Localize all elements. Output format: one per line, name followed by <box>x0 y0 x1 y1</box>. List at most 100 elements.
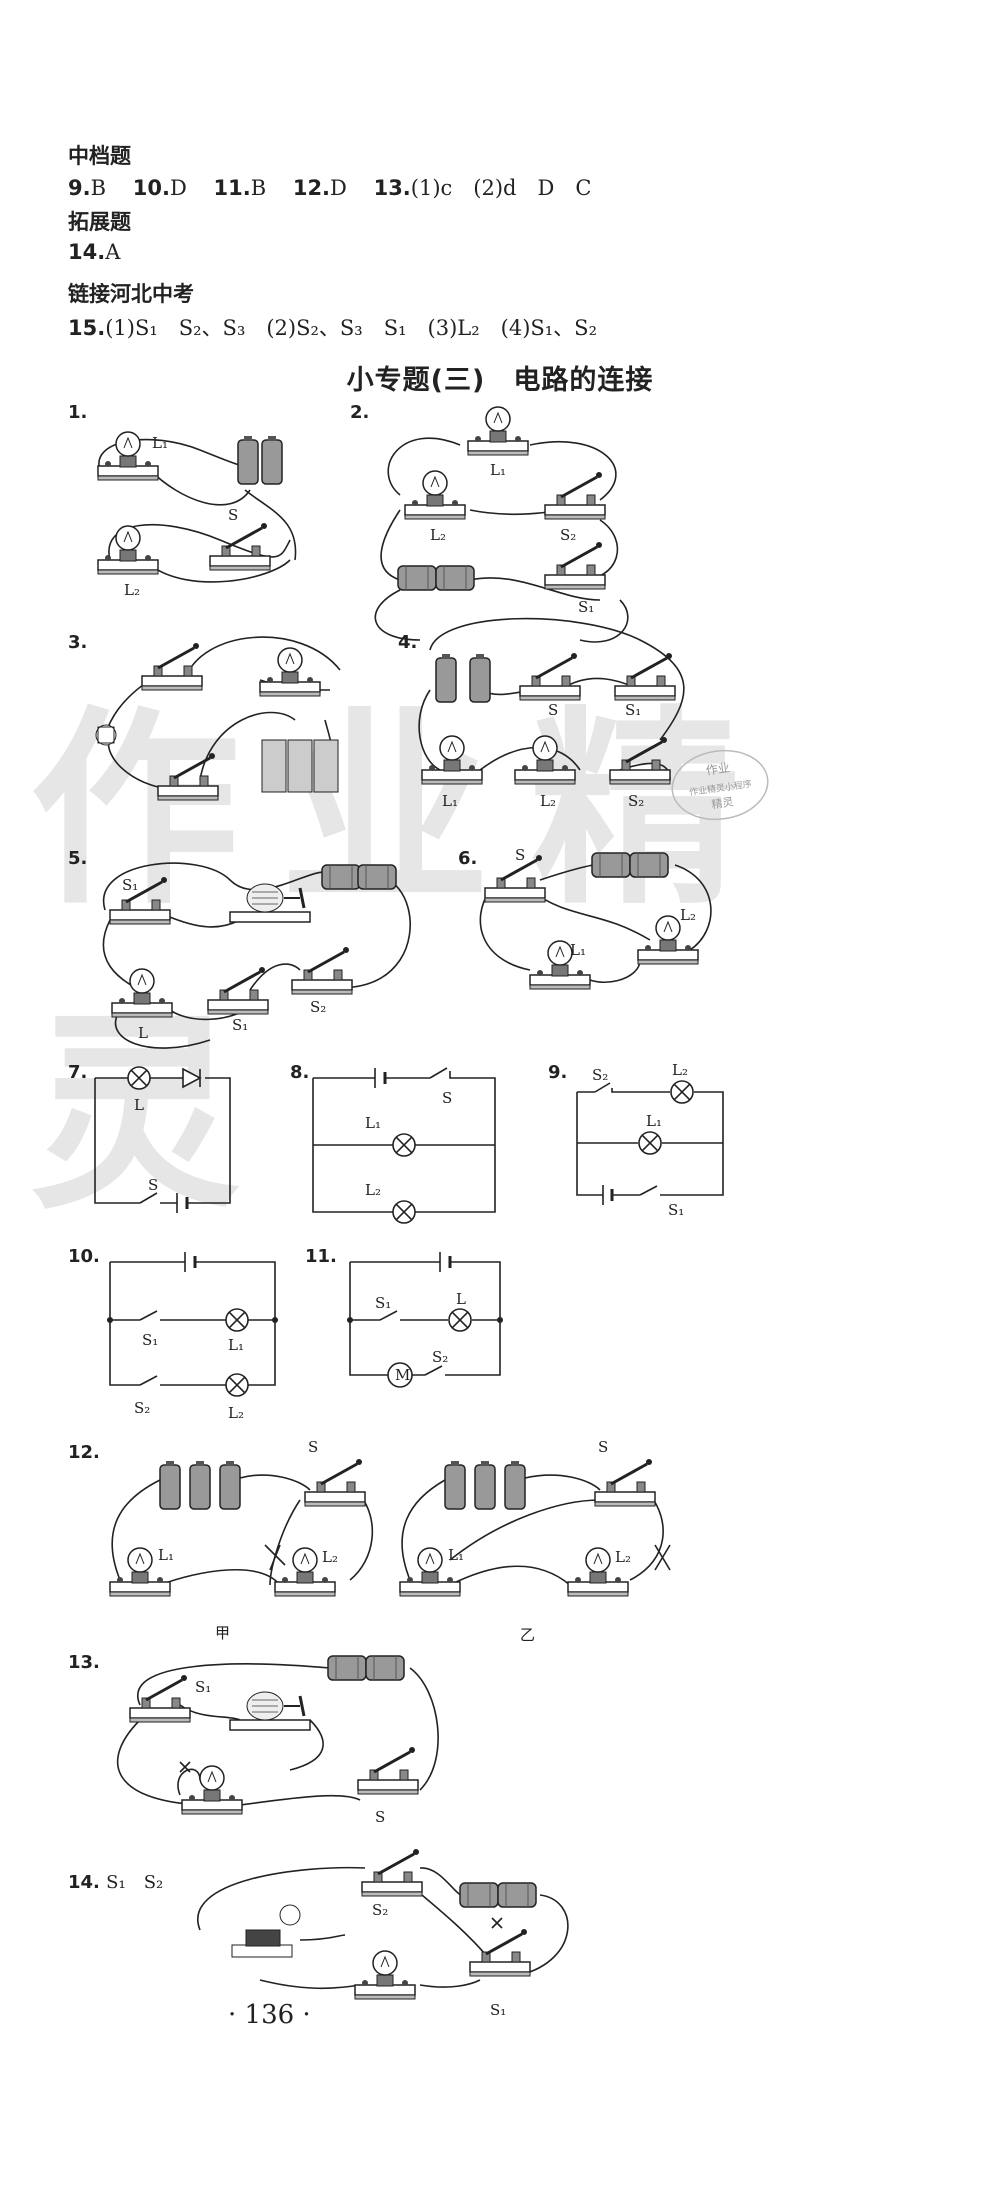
fig10-lamp-l2 <box>225 1373 249 1397</box>
fig9-label-l1: L₁ <box>646 1112 662 1130</box>
fig-num-7: 7. <box>68 1062 88 1083</box>
fig8-label-s: S <box>442 1089 452 1107</box>
fig6-cell-a <box>591 852 631 878</box>
q13-num: 13. <box>373 176 411 200</box>
circuit-labels: L₁ L₂ S L₁ L₂ S₂ S₁ S₁ L₁ L₂ S₂ S S₁ L S… <box>122 434 696 2019</box>
fig13-switch-s1 <box>130 1675 190 1722</box>
fig2-label-s2: S₂ <box>560 526 576 544</box>
fig1-label-l2: L₂ <box>124 581 140 599</box>
fig11-motor <box>387 1362 413 1388</box>
fig-num-12: 12. <box>68 1442 100 1463</box>
fig5-cell-b <box>357 864 397 890</box>
fig5-bulb-l <box>112 969 172 1017</box>
fig14-bulb <box>355 1951 415 1999</box>
q12-ans: D <box>330 176 347 200</box>
q13-ans: (1)c (2)d D C <box>410 176 592 200</box>
fig7-label-s: S <box>148 1176 158 1194</box>
q15-ans: (1)S₁ S₂、S₃ (2)S₂、S₃ S₁ (3)L₂ (4)S₁、S₂ <box>105 316 597 340</box>
fig-7 <box>94 1067 231 1213</box>
fig4-cell-a <box>435 653 457 703</box>
fig-num-4: 4. <box>398 632 418 653</box>
fig3-bulb <box>260 648 320 696</box>
fig5-label-s1: S₁ <box>122 876 138 894</box>
answers-line-9-13: 9.B 10.D 11.B 12.D 13.(1)c (2)d D C <box>68 172 591 202</box>
fig12b-caption: 乙 <box>520 1626 535 1644</box>
fig-8 <box>312 1067 496 1213</box>
fig4-label-s2: S₂ <box>628 792 644 810</box>
fig1-cell-a <box>237 435 259 485</box>
fig3-buzzer <box>95 724 117 746</box>
fig-num-10: 10. <box>68 1246 100 1267</box>
fig8-lamp-l2 <box>392 1200 416 1224</box>
q9-ans: B <box>90 176 107 200</box>
fig12a-label-l1: L₁ <box>158 1546 174 1564</box>
fig12b-cell-b <box>474 1460 496 1510</box>
fig2-bulb-l2 <box>405 471 465 519</box>
fig14-cell-b <box>497 1882 537 1908</box>
fig5-switch-s1b <box>208 967 268 1014</box>
fig4-switch-s1 <box>615 653 675 700</box>
fig9-label-s2: S₂ <box>592 1066 608 1084</box>
fig-10 <box>109 1252 276 1386</box>
fig9-label-l2: L₂ <box>672 1061 688 1079</box>
fig2-label-s1: S₁ <box>578 598 594 616</box>
fig5-switch-s2 <box>292 947 352 994</box>
fig2-switch-s1 <box>545 542 605 589</box>
fig12a-cell-c <box>219 1460 241 1510</box>
fig3-switch-top <box>142 643 202 690</box>
stamp-line-3: 精灵 <box>711 795 735 811</box>
fig1-switch <box>210 523 270 570</box>
fig9-lamp-l2 <box>670 1080 694 1104</box>
fig13-label-s: S <box>375 1808 385 1826</box>
fig5-cell-a <box>321 864 361 890</box>
fig-num-14-label: 14. <box>68 1872 100 1893</box>
fig12b-label-l1: L₁ <box>448 1546 464 1564</box>
fig2-cell-a <box>397 565 437 591</box>
fig6-cell-b <box>629 852 669 878</box>
fig-num-3: 3. <box>68 632 88 653</box>
stamp-line-1: 作业 <box>705 761 731 778</box>
fig-num-5: 5. <box>68 848 88 869</box>
fig4-label-s: S <box>548 701 558 719</box>
fig2-label-l2: L₂ <box>430 526 446 544</box>
fig12a-caption: 甲 <box>215 1624 230 1642</box>
fig-11 <box>349 1252 501 1376</box>
fig1-cell-b <box>261 435 283 485</box>
q10-num: 10. <box>132 176 170 200</box>
answer-15: 15.(1)S₁ S₂、S₃ (2)S₂、S₃ S₁ (3)L₂ (4)S₁、S… <box>68 312 597 342</box>
fig12b-label-s: S <box>598 1438 608 1456</box>
stamp-line-2: 作业精灵小程序 <box>688 778 752 799</box>
fig12a-cell-a <box>159 1460 181 1510</box>
fig12b-cell-c <box>504 1460 526 1510</box>
fig6-label-l1: L₁ <box>570 941 586 959</box>
fig-num-1: 1. <box>68 402 88 423</box>
fig12b-switch <box>595 1459 655 1506</box>
fig11-lamp-l <box>448 1308 472 1332</box>
fig11-label-s1: S₁ <box>375 1294 391 1312</box>
fig10-junctions <box>107 1317 278 1323</box>
fig10-label-s1: S₁ <box>142 1331 158 1349</box>
topic-title: 小专题(三) 电路的连接 <box>346 365 654 396</box>
q12-num: 12. <box>292 176 331 200</box>
fig6-label-l2: L₂ <box>680 906 696 924</box>
fig-12 <box>111 1474 671 1586</box>
stamp: 作业 作业精灵小程序 精灵 <box>671 749 769 821</box>
q9-num: 9. <box>68 176 91 200</box>
fig12b-cell-a <box>444 1460 466 1510</box>
section-link: 链接河北中考 <box>68 282 194 306</box>
fig10-label-l2: L₂ <box>228 1404 244 1422</box>
fig12a-cell-b <box>189 1460 211 1510</box>
fig14-cell-a <box>459 1882 499 1908</box>
fig8-label-l2: L₂ <box>365 1181 381 1199</box>
fig2-cell-b <box>435 565 475 591</box>
fig9-label-s1: S₁ <box>668 1201 684 1219</box>
fig13-label-s1: S₁ <box>195 1678 211 1696</box>
fig10-label-s2: S₂ <box>134 1399 150 1417</box>
fig13-cell-a <box>327 1655 367 1681</box>
watermark: 作业精灵 <box>30 688 781 1237</box>
fig8-label-l1: L₁ <box>365 1114 381 1132</box>
fig12a-label-l2: L₂ <box>322 1548 338 1566</box>
fig1-label-s: S <box>228 506 238 524</box>
